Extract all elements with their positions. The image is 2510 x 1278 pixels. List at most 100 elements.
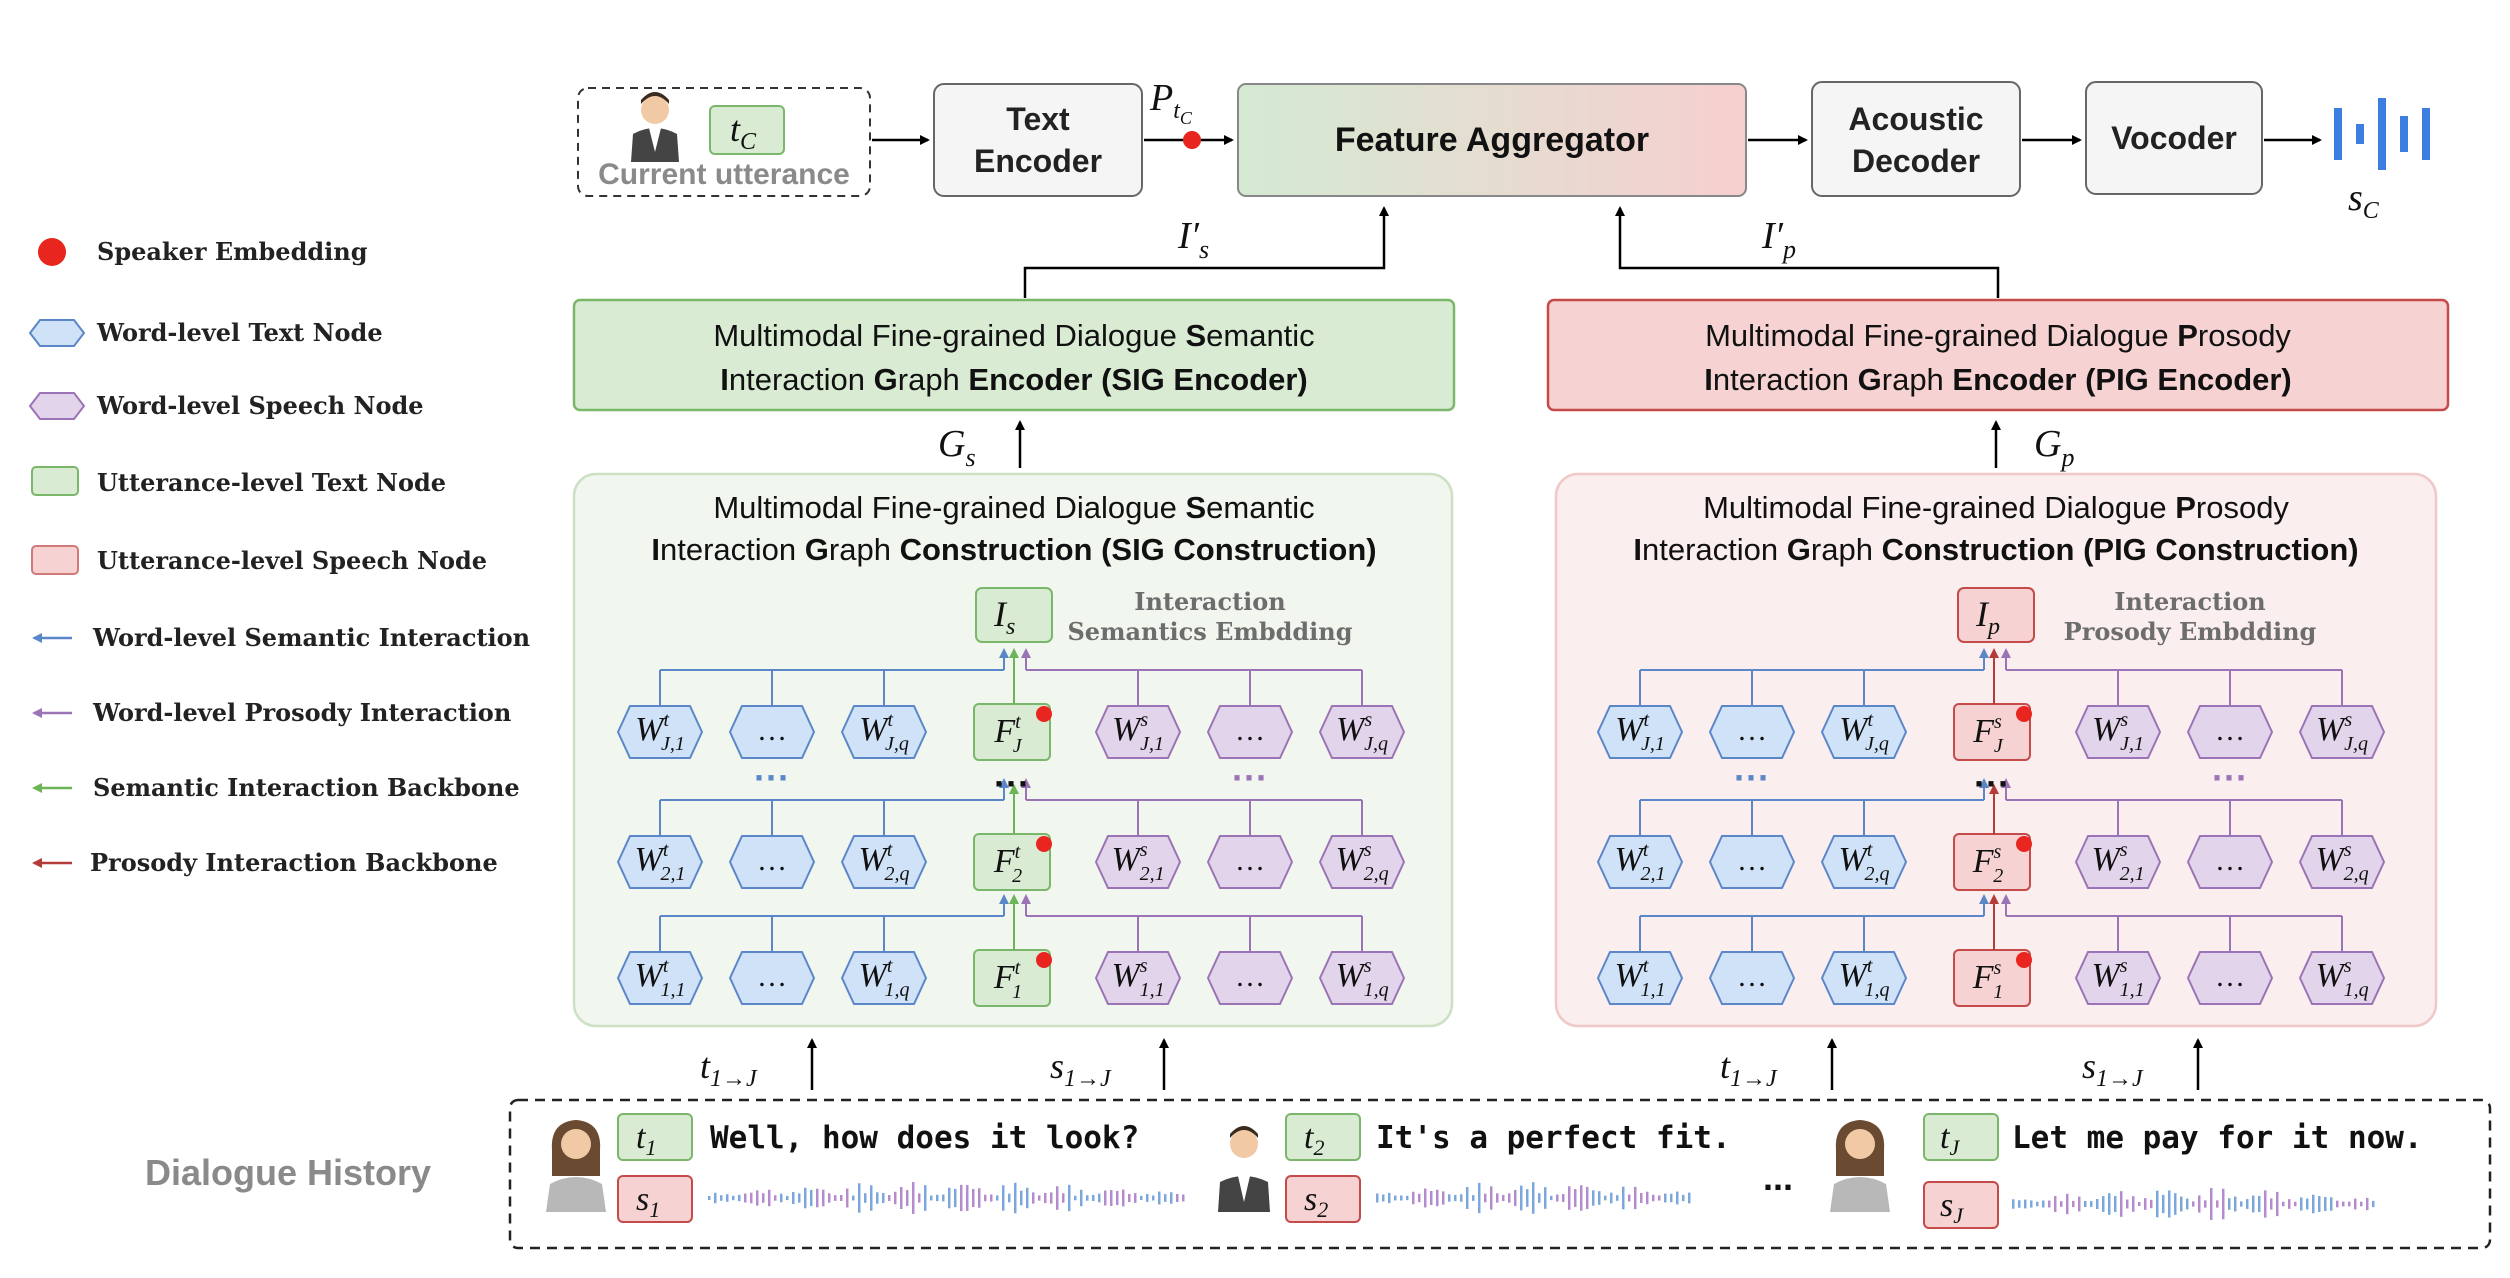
- utterance-node: [973, 833, 1051, 891]
- current-token-node: [709, 105, 785, 155]
- word-text-node: [728, 835, 816, 889]
- wave-bar: [1532, 1182, 1535, 1214]
- node-ellipsis: …: [1737, 960, 1767, 993]
- wave-bar: [1418, 1193, 1421, 1203]
- wave-bar: [1062, 1193, 1065, 1203]
- turn1-speech-node: [617, 1175, 693, 1223]
- wave-bar: [2330, 1197, 2333, 1211]
- wave-bar: [810, 1189, 813, 1207]
- wave-bar: [744, 1193, 747, 1203]
- pig-iprime: I′: [1761, 215, 1784, 257]
- wave-bar: [1050, 1192, 1053, 1204]
- wave-bar: [1382, 1194, 1385, 1202]
- word-speech-node: [2298, 705, 2386, 759]
- wave-bar: [2060, 1201, 2063, 1207]
- wave-bar: [948, 1187, 951, 1209]
- wave-bar: [2072, 1200, 2075, 1208]
- wave-bar: [798, 1193, 801, 1203]
- wave-bar: [1014, 1182, 1017, 1214]
- input-arrows: t1→J s1→J t1→J s1→J: [700, 1038, 2203, 1092]
- wave-bar: [2210, 1188, 2213, 1220]
- wave-bar: [1556, 1194, 1559, 1202]
- word-speech-node: [2186, 705, 2274, 759]
- wave-bar: [978, 1188, 981, 1208]
- node-ellipsis: …: [1737, 844, 1767, 877]
- svg-text:t2: t2: [1304, 1119, 1324, 1160]
- legend-label: Utterance-level Text Node: [97, 468, 446, 497]
- wave-bar: [2282, 1201, 2285, 1207]
- wave-bar: [1152, 1195, 1155, 1201]
- wave-bar: [1604, 1195, 1607, 1201]
- wave-bar: [2366, 1197, 2369, 1211]
- utterance-node: [1953, 833, 2031, 891]
- legend-label: Word-level Speech Node: [96, 391, 424, 420]
- purple-hexagon-icon: [28, 392, 86, 420]
- svg-text:Is: Is: [993, 594, 1015, 640]
- word-speech-node: [2074, 705, 2162, 759]
- wave-bar: [1664, 1193, 1667, 1203]
- legend-label: Word-level Text Node: [96, 318, 383, 347]
- text-row-ellipsis: ···: [754, 757, 790, 798]
- wave-bar: [1074, 1195, 1077, 1201]
- vocoder-box: [2085, 81, 2263, 195]
- wave-bar: [1670, 1193, 1673, 1203]
- legend-label: Word-level Semantic Interaction: [92, 623, 530, 652]
- wave-bar: [1134, 1193, 1137, 1203]
- wave-bar: [1020, 1190, 1023, 1206]
- speech-row-ellipsis: ···: [1232, 757, 1268, 798]
- svg-text:Multimodal Fine-grained Dialog: Multimodal Fine-grained Dialogue Semanti…: [713, 318, 1314, 353]
- wave-bar: [930, 1195, 933, 1201]
- wave-bar: [1586, 1186, 1589, 1210]
- wave-bar: [2294, 1201, 2297, 1207]
- wave-bar: [2132, 1196, 2135, 1212]
- wave-bar: [1448, 1194, 1451, 1202]
- wave-bar: [2150, 1199, 2153, 1209]
- wave-bar: [756, 1190, 759, 1206]
- wave-bar: [780, 1193, 783, 1203]
- turn2-text-node: [1285, 1113, 1361, 1161]
- wave-bar: [2276, 1191, 2279, 1217]
- wave-bar: [762, 1193, 765, 1203]
- wave-bar: [972, 1188, 975, 1208]
- wave-bar: [2270, 1198, 2273, 1210]
- wave-bar: [936, 1194, 939, 1202]
- wave-bar: [2024, 1199, 2027, 1209]
- wave-bar: [840, 1194, 843, 1202]
- wave-bar: [1110, 1189, 1113, 1207]
- wave-bar: [1514, 1189, 1517, 1207]
- svg-text:Interaction Graph Encoder (SIG: Interaction Graph Encoder (SIG Encoder): [720, 362, 1308, 397]
- wave-bar: [2252, 1195, 2255, 1213]
- speaker-female-icon: [546, 1120, 606, 1212]
- text-encoder-label-1: Text: [1006, 101, 1070, 137]
- word-text-node: [616, 951, 704, 1005]
- wave-bar: [852, 1195, 855, 1201]
- wave-bar: [828, 1193, 831, 1203]
- utterance-node: [973, 949, 1051, 1007]
- node-ellipsis: …: [1737, 714, 1767, 747]
- wave-bar: [2192, 1201, 2195, 1207]
- wave-bar: [714, 1192, 717, 1204]
- sig-iprime-sub: s: [1199, 235, 1209, 264]
- wave-bar: [816, 1188, 819, 1208]
- wave-bar: [768, 1189, 771, 1207]
- word-text-node: [1708, 835, 1796, 889]
- wave-bar: [2288, 1199, 2291, 1209]
- text-row-ellipsis: ···: [1734, 757, 1770, 798]
- wave-bar: [918, 1193, 921, 1203]
- wave-bar: [1466, 1187, 1469, 1209]
- wave-bar: [2258, 1195, 2261, 1213]
- svg-text:s1→J: s1→J: [2082, 1046, 2144, 1092]
- utterance-node: [1953, 949, 2031, 1007]
- wave-bar: [858, 1183, 861, 1213]
- wave-bar: [2264, 1190, 2267, 1218]
- wave-bar: [1526, 1189, 1529, 1207]
- wave-bar: [1394, 1195, 1397, 1201]
- svg-text:t1→J: t1→J: [1720, 1046, 1778, 1092]
